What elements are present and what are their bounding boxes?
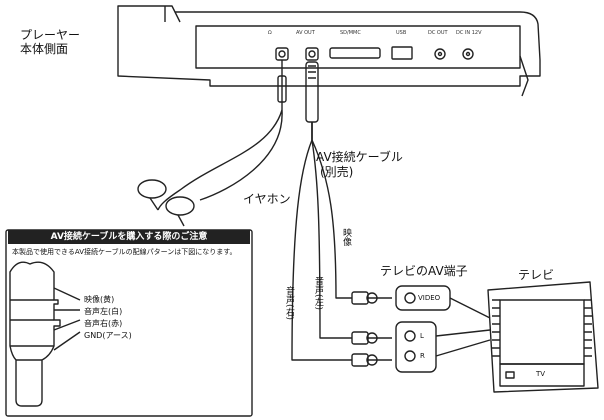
notice-body: 本製品で使用できるAV接続ケーブルの配線パターンは下図になります。	[12, 248, 237, 256]
port-label-dc-out: DC OUT	[428, 30, 448, 36]
jack-label-right: R	[420, 352, 425, 360]
earbud-right	[165, 196, 195, 227]
usb-port	[391, 46, 413, 60]
notice-box	[5, 229, 253, 417]
headphone-port	[275, 47, 289, 61]
dc-out-port	[434, 48, 446, 60]
port-panel	[195, 25, 521, 69]
port-label-dc-in: DC IN 12V	[456, 30, 482, 36]
earbud-left	[137, 179, 167, 211]
jack-label-video: VIDEO	[418, 294, 441, 302]
port-label-headphone: Ω	[268, 30, 272, 36]
wire-label-audio-right: 音声(右)	[284, 286, 294, 321]
player-side-label: プレーヤー本体側面	[20, 28, 81, 56]
rca-plug-left	[351, 331, 392, 345]
notice-title: AV接続ケーブルを購入する際のご注意	[8, 230, 250, 244]
rca-plug-video	[351, 291, 392, 305]
rca-plug-right	[351, 353, 392, 367]
av-cable-sold-separately: (別売)	[320, 165, 354, 179]
tv-label: テレビ	[518, 268, 555, 282]
jack-box-audio	[395, 321, 437, 373]
wire-label-audio-left: 音声(左)	[313, 276, 323, 311]
av-port	[305, 47, 319, 61]
dc-in-port	[462, 48, 474, 60]
plug-label-video: 映像(黄)	[84, 295, 115, 304]
player-body	[117, 5, 541, 87]
port-label-usb: USB	[396, 30, 407, 36]
plug-label-audio-left: 音声左(白)	[84, 307, 123, 316]
sd-slot	[329, 47, 381, 59]
av-cable-title: AV接続ケーブル	[316, 150, 403, 164]
plug-label-audio-right: 音声右(赤)	[84, 319, 123, 328]
av-cable-plug	[305, 61, 319, 123]
earphone-label: イヤホン	[243, 192, 291, 206]
tv-av-terminal-label: テレビのAV端子	[380, 264, 468, 278]
plug-label-gnd: GND(アース)	[84, 331, 132, 340]
four-pole-plug-drawing	[9, 261, 81, 407]
tv-brand-text: TV	[536, 370, 546, 378]
player-top-rim	[164, 6, 181, 23]
tv-set	[487, 281, 599, 393]
port-label-av-out: AV OUT	[296, 30, 315, 36]
jack-label-left: L	[420, 332, 424, 340]
wire-label-video: 映像	[341, 228, 351, 246]
av-cable-label: AV接続ケーブル (別売)	[316, 150, 403, 180]
port-label-sd: SD/MMC	[340, 30, 361, 36]
